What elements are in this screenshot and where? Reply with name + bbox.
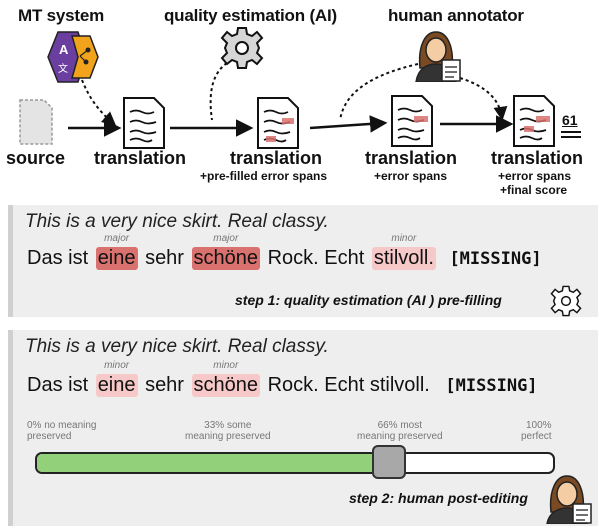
- sentence-token: Rock. Echt: [267, 247, 365, 269]
- mt-system-logo-icon: A 文: [47, 31, 99, 83]
- translation-label-2: translation: [230, 148, 323, 168]
- error-span-minor[interactable]: stilvoll.minor: [371, 233, 436, 270]
- arrow-icon: [81, 79, 117, 126]
- svg-text:A: A: [59, 42, 69, 57]
- annotator-icon: [415, 31, 461, 82]
- document-icon: [257, 97, 299, 149]
- translation-sub-2: +pre-filled error spans: [200, 169, 328, 183]
- final-score-value: 61: [562, 112, 578, 128]
- severity-label: minor: [104, 360, 130, 371]
- translation-label-4: translation: [491, 148, 584, 168]
- step2-label: step 2: human post-editing: [349, 490, 528, 506]
- meaning-slider-handle[interactable]: [371, 445, 406, 479]
- translation-label-3: translation: [365, 148, 458, 168]
- meaning-slider-track[interactable]: [35, 452, 555, 474]
- meaning-slider-fill: [37, 454, 391, 472]
- translation-sub-4b: +final score: [500, 183, 568, 197]
- step1-label: step 1: quality estimation (AI ) pre-fil…: [235, 292, 502, 308]
- translation-label-1: translation: [94, 148, 187, 168]
- severity-label: major: [213, 233, 239, 244]
- document-icon: [513, 95, 555, 147]
- pipeline-arrows: [68, 59, 514, 137]
- mt-system-label: MT system: [18, 6, 105, 25]
- svg-text:文: 文: [58, 62, 68, 75]
- missing-tag: [MISSING]: [449, 249, 542, 269]
- human-annotator-label: human annotator: [388, 6, 524, 25]
- source-sentence: This is a very nice skirt. Real classy.: [25, 336, 329, 357]
- sentence-token: sehr: [145, 247, 184, 269]
- pipeline-diagram: MT system quality estimation (AI) human …: [0, 0, 605, 200]
- sentence-token: Rock. Echt stilvoll.: [267, 374, 430, 396]
- severity-label: major: [104, 233, 130, 244]
- arrow-icon: [339, 63, 419, 121]
- missing-tag: [MISSING]: [445, 376, 538, 396]
- sentence-token: Das ist: [27, 374, 89, 396]
- annotator-icon: [546, 475, 592, 524]
- document-icon: [19, 99, 53, 145]
- arrow-icon: [309, 115, 388, 133]
- step1-panel: This is a very nice skirt. Real classy. …: [8, 205, 598, 317]
- gear-icon: [220, 27, 264, 69]
- slider-tick-label: 100%perfect: [521, 420, 552, 442]
- quality-estimation-label: quality estimation (AI): [164, 6, 337, 25]
- arrow-icon: [209, 59, 233, 121]
- document-icon: [391, 95, 433, 147]
- severity-label: minor: [391, 233, 417, 244]
- source-sentence: This is a very nice skirt. Real classy.: [25, 211, 329, 232]
- arrow-icon: [459, 77, 508, 121]
- source-label: source: [6, 148, 66, 168]
- document-icon: [123, 97, 165, 149]
- translation-sub-3: +error spans: [374, 169, 448, 183]
- severity-label: minor: [213, 360, 239, 371]
- translation-sub-4a: +error spans: [498, 169, 572, 183]
- final-score-underline: [561, 131, 581, 138]
- gear-icon: [550, 285, 582, 317]
- sentence-token: sehr: [145, 374, 184, 396]
- step2-panel: This is a very nice skirt. Real classy. …: [8, 330, 598, 526]
- sentence-token: Das ist: [27, 247, 89, 269]
